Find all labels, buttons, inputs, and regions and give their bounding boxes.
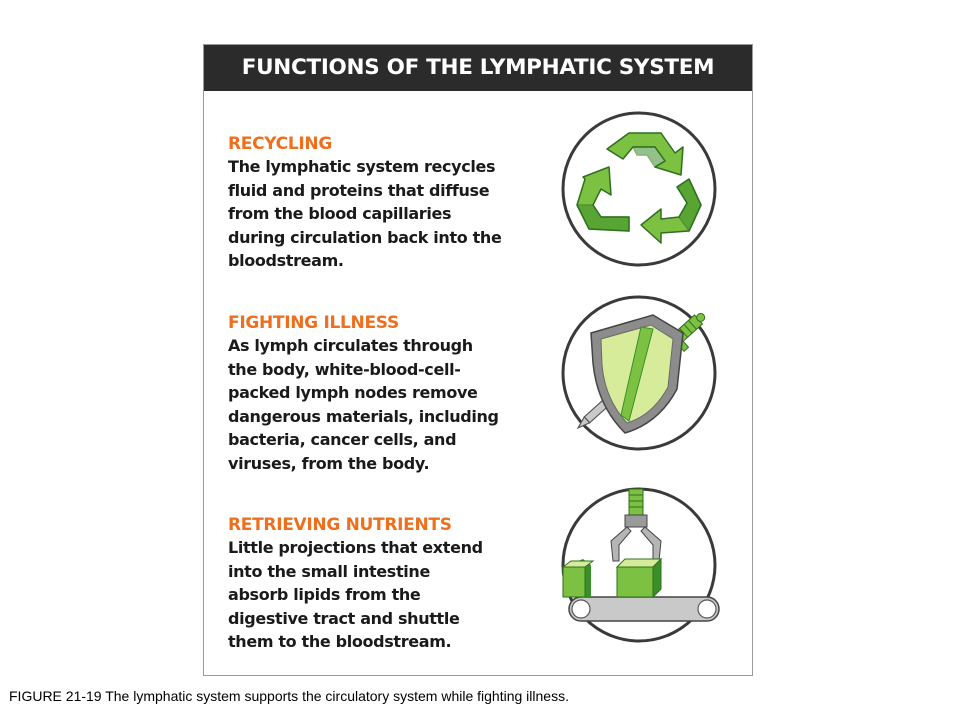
robotic-claw-conveyor-icon bbox=[549, 485, 729, 645]
body-line: into the small intestine bbox=[228, 561, 430, 581]
section-body: The lymphatic system recycles fluid and … bbox=[228, 155, 528, 273]
recycle-icon bbox=[549, 109, 729, 269]
section-body: As lymph circulates through the body, wh… bbox=[228, 334, 528, 475]
section-retrieving-nutrients: RETRIEVING NUTRIENTS Little projections … bbox=[228, 515, 528, 654]
section-heading: RETRIEVING NUTRIENTS bbox=[228, 515, 452, 535]
body-line: them to the bloodstream. bbox=[228, 632, 452, 651]
body-line: packed lymph nodes remove bbox=[228, 383, 478, 402]
body-line: fluid and proteins that diffuse bbox=[228, 180, 490, 200]
body-line: bacteria, cancer cells, and bbox=[228, 430, 457, 449]
body-line: viruses, from the body. bbox=[228, 453, 430, 473]
section-recycling: RECYCLING The lymphatic system recycles … bbox=[228, 134, 528, 273]
section-fighting-illness: FIGHTING ILLNESS As lymph circulates thr… bbox=[228, 313, 528, 475]
shield-sword-icon bbox=[549, 293, 729, 453]
body-line: digestive tract and shuttle bbox=[228, 608, 460, 628]
body-line: bloodstream. bbox=[228, 251, 344, 270]
body-line: the body, white-blood-cell- bbox=[228, 359, 461, 379]
body-line: Little projections that extend bbox=[228, 538, 483, 557]
body-line: dangerous materials, including bbox=[228, 406, 499, 426]
section-heading: FIGHTING ILLNESS bbox=[228, 313, 399, 333]
section-heading: RECYCLING bbox=[228, 134, 332, 154]
body-line: absorb lipids from the bbox=[228, 585, 421, 604]
body-line: As lymph circulates through bbox=[228, 336, 473, 355]
functions-panel: FUNCTIONS OF THE LYMPHATIC SYSTEM RECYCL… bbox=[203, 44, 753, 676]
body-line: during circulation back into the bbox=[228, 227, 502, 247]
section-body: Little projections that extend into the … bbox=[228, 536, 528, 654]
body-line: from the blood capillaries bbox=[228, 204, 452, 223]
body-line: The lymphatic system recycles bbox=[228, 157, 496, 176]
panel-title: FUNCTIONS OF THE LYMPHATIC SYSTEM bbox=[204, 45, 752, 91]
figure-caption: FIGURE 21-19 The lymphatic system suppor… bbox=[9, 688, 569, 704]
